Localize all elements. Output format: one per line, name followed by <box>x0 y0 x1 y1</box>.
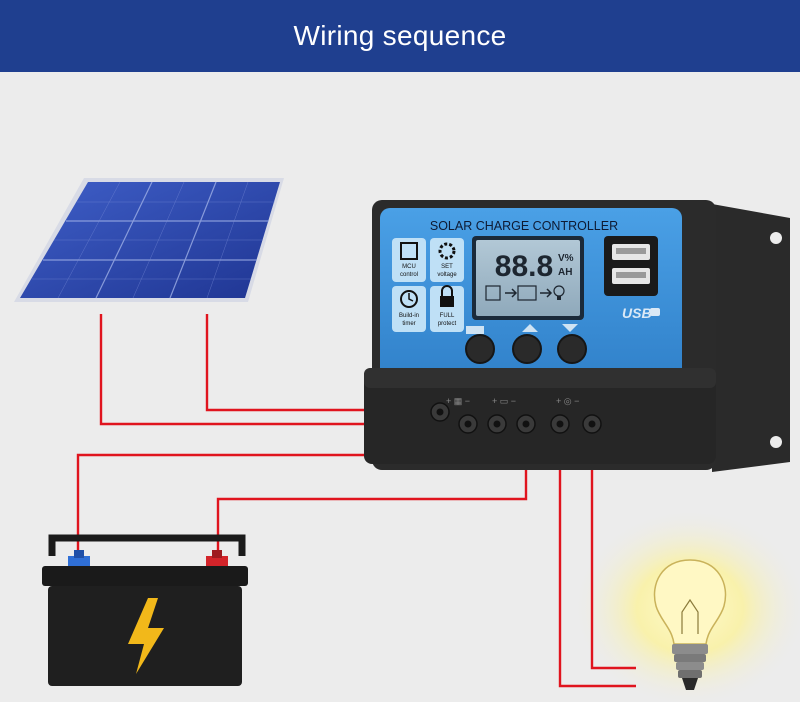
clock-icon <box>400 290 418 308</box>
up-triangle-icon <box>522 324 538 332</box>
controller-title: SOLAR CHARGE CONTROLLER <box>430 219 618 233</box>
load-wire-negative <box>590 424 636 670</box>
lightning-bolt-icon <box>128 598 164 674</box>
menu-button[interactable] <box>465 334 495 364</box>
lcd-battery-icon <box>517 285 537 301</box>
terminal-screws <box>430 402 602 434</box>
up-button[interactable] <box>512 334 542 364</box>
lock-icon <box>440 296 454 307</box>
svg-text:protect: protect <box>438 321 457 327</box>
load-wire-positive <box>558 424 636 688</box>
lcd-unit-top: V% <box>558 253 574 264</box>
svg-text:SET: SET <box>441 264 453 270</box>
battery-terminal-symbol: + ▭ − <box>492 396 516 406</box>
terminal-block <box>364 368 716 464</box>
usb-label: USB <box>622 305 652 321</box>
svg-text:timer: timer <box>402 321 415 327</box>
solar-terminal-symbol: + ▦ − <box>446 396 470 406</box>
battery-terminal-positive <box>206 556 228 566</box>
lcd-unit-bottom: AH <box>558 267 572 278</box>
down-triangle-icon <box>562 324 578 332</box>
battery-terminal-negative <box>68 556 90 566</box>
lcd-value: 88.8 <box>495 250 553 283</box>
svg-text:FULL: FULL <box>440 313 455 319</box>
lcd-display: 88.8 V% AH <box>472 236 584 320</box>
wiring-diagram: SOLAR CHARGE CONTROLLER MCU control SET … <box>0 72 800 702</box>
header-bar: Wiring sequence <box>0 0 800 72</box>
icon-mcu-control: MCU control <box>392 238 426 282</box>
gear-icon <box>438 242 456 260</box>
svg-text:voltage: voltage <box>437 272 457 278</box>
lcd-panel-icon <box>485 285 501 301</box>
arrow-right-icon <box>505 288 518 298</box>
icon-build-in-timer: Build-in timer <box>392 286 426 332</box>
solar-wire-positive <box>205 314 440 412</box>
usb-plug-icon <box>650 308 660 316</box>
solar-panel <box>14 178 284 302</box>
load-terminal-symbol: + ◎ − <box>556 396 579 406</box>
icon-set-voltage: SET voltage <box>430 238 464 282</box>
svg-text:MCU: MCU <box>402 264 416 270</box>
page-title: Wiring sequence <box>293 20 507 51</box>
menu-symbol-icon <box>466 326 484 334</box>
charge-controller: SOLAR CHARGE CONTROLLER MCU control SET … <box>364 200 790 472</box>
svg-text:control: control <box>400 272 418 278</box>
arrow-right-icon-2 <box>540 288 553 298</box>
light-bulb <box>653 559 727 690</box>
chip-icon <box>400 242 418 260</box>
battery <box>42 534 248 686</box>
usb-ports: USB <box>604 236 660 321</box>
icon-full-protect: FULL protect <box>430 285 464 332</box>
svg-text:Build-in: Build-in <box>399 313 419 319</box>
down-button[interactable] <box>557 334 587 364</box>
solar-wire-negative <box>99 314 468 426</box>
